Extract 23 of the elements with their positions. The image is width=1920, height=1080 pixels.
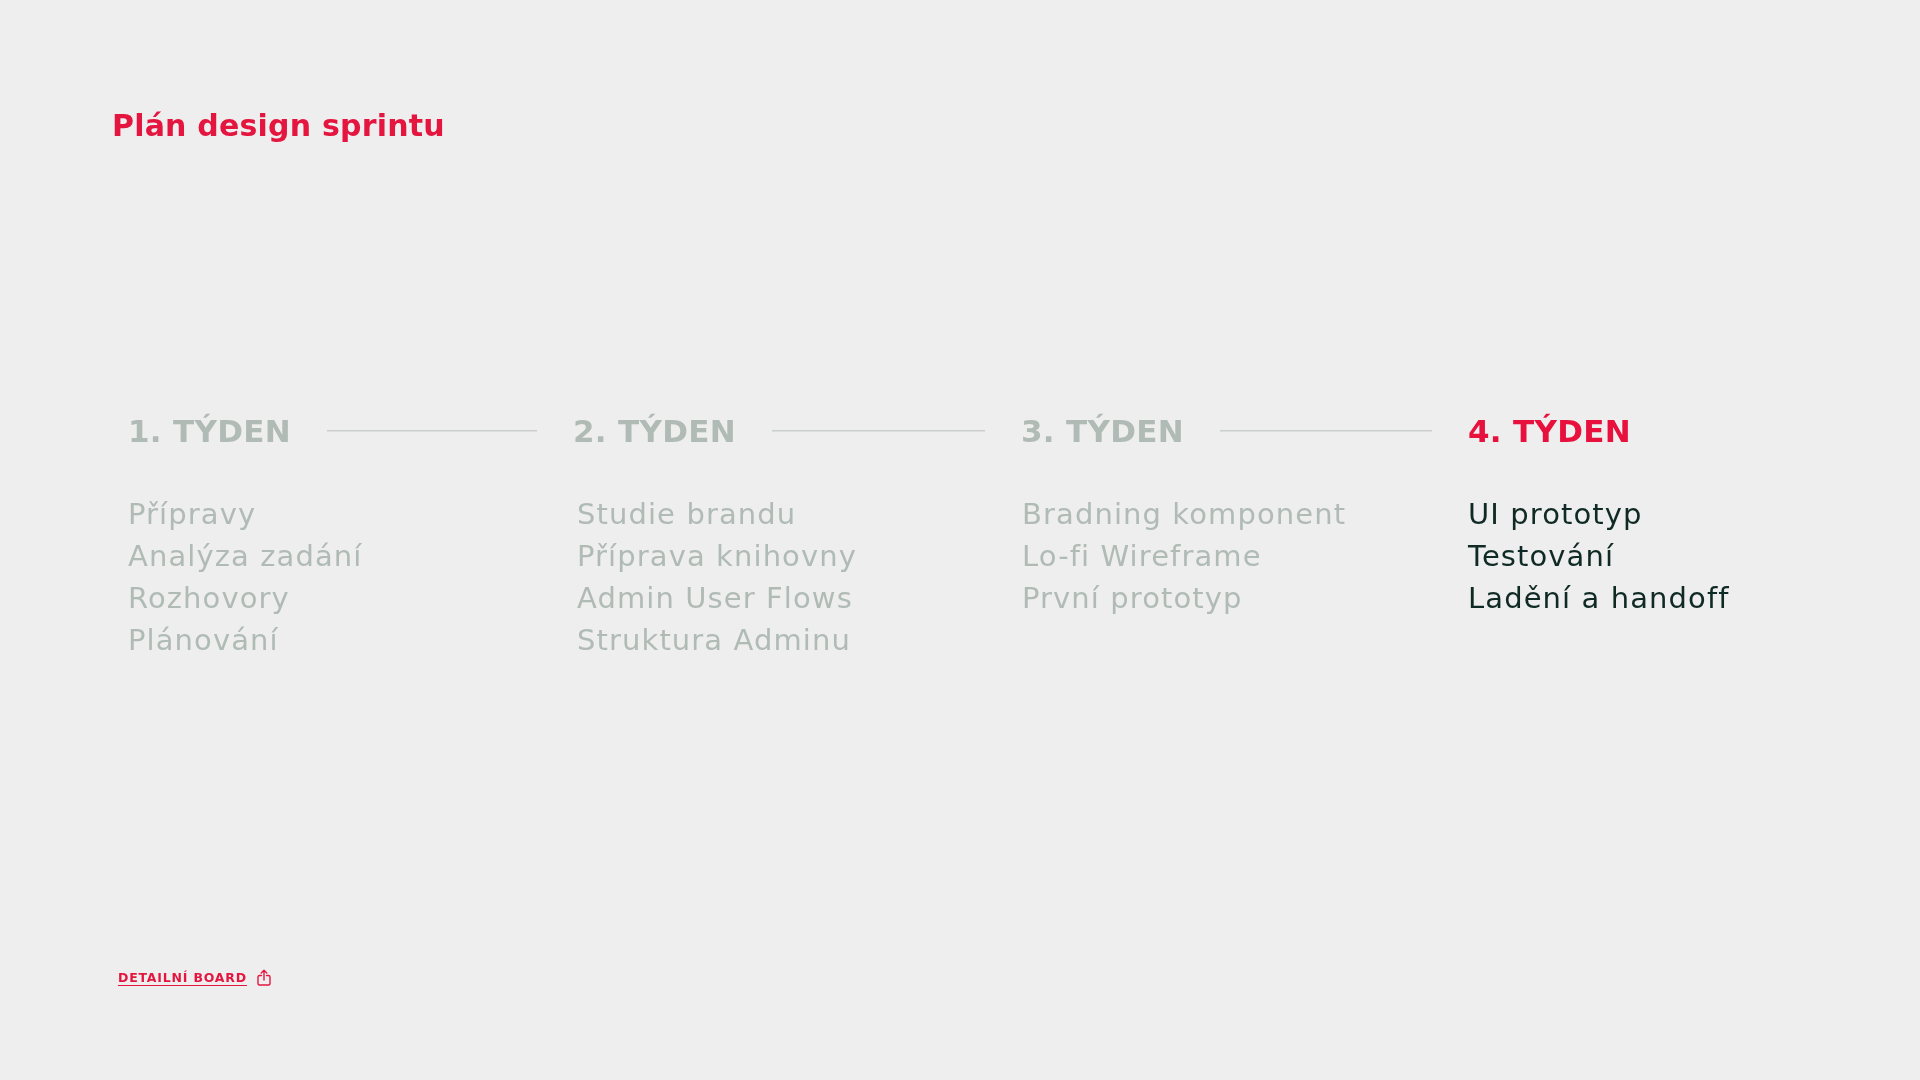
task-item: Studie brandu — [577, 498, 797, 532]
connector-line — [326, 430, 538, 432]
task-item: Bradning komponent — [1022, 498, 1347, 532]
connector-line — [1219, 430, 1433, 432]
task-item: Struktura Adminu — [577, 624, 851, 658]
week-heading: 1. TÝDEN — [92, 414, 327, 450]
board-link: DETAILNÍ BOARD — [118, 969, 271, 986]
task-item: Lo-fi Wireframe — [1022, 540, 1262, 574]
week-heading: 4. TÝDEN — [1432, 414, 1667, 450]
task-item: UI prototyp — [1468, 498, 1643, 532]
task-item: Analýza zadání — [128, 540, 363, 574]
task-item: Příprava knihovny — [577, 540, 857, 574]
task-item: Plánování — [128, 624, 279, 658]
connector-line — [771, 430, 986, 432]
task-item: Testování — [1468, 540, 1615, 574]
week-heading: 3. TÝDEN — [985, 414, 1220, 450]
title: Plán design sprintu — [112, 108, 445, 143]
task-item: Ladění a handoff — [1468, 582, 1730, 616]
week-heading: 2. TÝDEN — [537, 414, 772, 450]
task-item: Rozhovory — [128, 582, 290, 616]
task-item: Admin User Flows — [577, 582, 853, 616]
task-item: Přípravy — [128, 498, 257, 532]
task-item: První prototyp — [1022, 582, 1243, 616]
